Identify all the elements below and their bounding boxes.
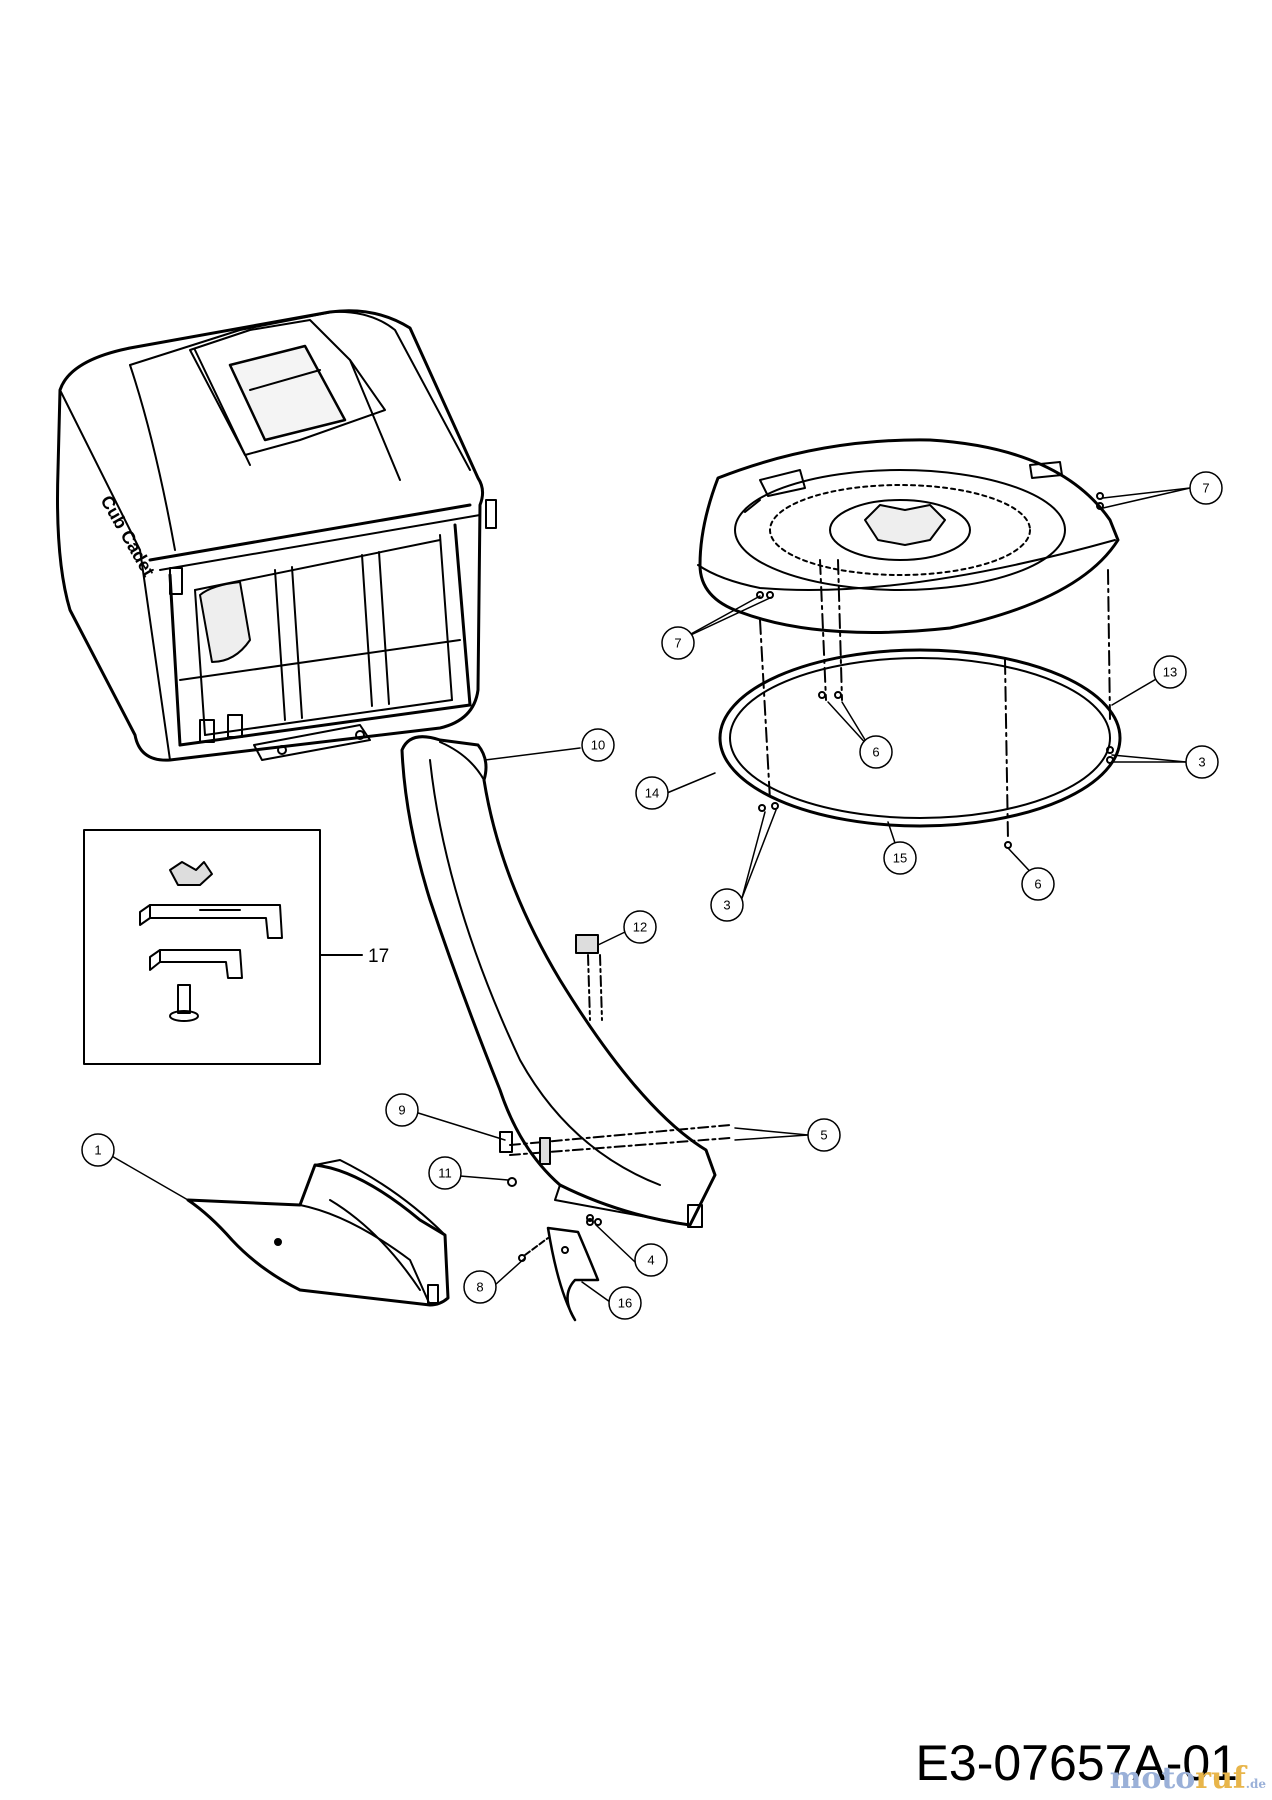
callout-6b-circle xyxy=(1021,867,1055,901)
bin-brand-text: Cub Cadet xyxy=(97,492,159,580)
callout-6a: 6 xyxy=(872,745,879,760)
callout-6b: 6 xyxy=(1034,877,1041,892)
callout-12-circle xyxy=(623,910,657,944)
watermark-suffix: .de xyxy=(1245,1777,1266,1791)
deflector-16 xyxy=(518,1218,600,1322)
callout-3a-circle xyxy=(1185,745,1219,779)
callout-14: 14 xyxy=(645,786,659,801)
watermark-part2: ruf xyxy=(1195,1761,1246,1796)
callout-12: 12 xyxy=(633,920,647,935)
callout-7b: 7 xyxy=(674,636,681,651)
callout-1-circle xyxy=(81,1133,115,1167)
callout-10-circle xyxy=(581,728,615,762)
chute-part-1 xyxy=(186,1159,450,1307)
callout-3b-circle xyxy=(710,888,744,922)
callout-14-circle xyxy=(635,776,669,810)
watermark-logo[interactable]: motoruf.de xyxy=(1110,1761,1266,1796)
callout-16-circle xyxy=(608,1286,642,1320)
watermark-part1: moto xyxy=(1109,1761,1196,1796)
callout-6a-circle xyxy=(859,735,893,769)
callout-15-circle xyxy=(883,841,917,875)
leader-lines xyxy=(109,487,1191,1303)
callout-11: 11 xyxy=(438,1166,452,1181)
inset-label-17: 17 xyxy=(368,946,389,967)
callout-5-circle xyxy=(807,1118,841,1152)
ring-frame xyxy=(718,492,1122,849)
callout-11-circle xyxy=(428,1156,462,1190)
callout-1: 1 xyxy=(94,1143,101,1158)
drawing-number: E3-07657A-01 xyxy=(915,1735,1238,1791)
callout-7b-circle xyxy=(661,626,695,660)
discharge-tube xyxy=(400,735,731,1228)
callout-15: 15 xyxy=(893,851,907,866)
callout-8-circle xyxy=(463,1270,497,1304)
grass-bin: Cub Cadet xyxy=(56,309,497,762)
callout-4: 4 xyxy=(647,1253,654,1268)
inset-box-17 xyxy=(83,829,363,1065)
callout-9-circle xyxy=(385,1093,419,1127)
callout-5: 5 xyxy=(820,1128,827,1143)
callout-3a: 3 xyxy=(1198,755,1205,770)
callout-9: 9 xyxy=(398,1103,405,1118)
callout-13: 13 xyxy=(1163,665,1177,680)
callout-10: 10 xyxy=(591,738,605,753)
collector-lid xyxy=(697,438,1120,634)
callout-7a-circle xyxy=(1189,471,1223,505)
callout-7a: 7 xyxy=(1202,481,1209,496)
callout-3b: 3 xyxy=(723,898,730,913)
callout-8: 8 xyxy=(476,1280,483,1295)
callout-13-circle xyxy=(1153,655,1187,689)
callout-16: 16 xyxy=(618,1296,632,1311)
callout-4-circle xyxy=(634,1243,668,1277)
